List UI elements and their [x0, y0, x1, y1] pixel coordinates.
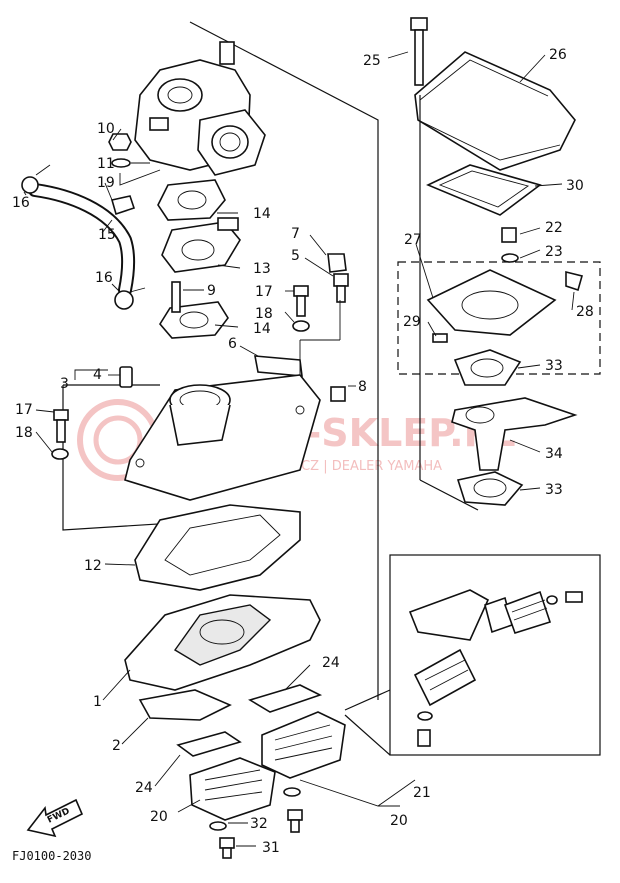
callout-23: 23	[545, 244, 563, 260]
callout-29: 29	[403, 314, 421, 330]
callout-1: 1	[93, 694, 102, 710]
callout-2: 2	[112, 738, 121, 754]
intake-adapter	[124, 374, 321, 501]
callout-20-left: 20	[150, 809, 168, 825]
reed-valve-body	[124, 594, 321, 691]
fwd-arrow: FWD	[26, 798, 84, 838]
callout-19: 19	[97, 175, 115, 191]
screw-29	[432, 333, 448, 343]
gasket-33-lower	[456, 471, 524, 506]
callout-33-upper: 33	[545, 358, 563, 374]
plug-8	[330, 386, 346, 402]
collar-4	[119, 366, 133, 388]
stud	[171, 281, 181, 313]
cap-22	[501, 227, 517, 243]
fuel-hose	[28, 183, 135, 297]
callout-4: 4	[93, 367, 102, 383]
callout-6: 6	[228, 336, 237, 352]
bolt-31-right	[287, 809, 303, 833]
bolt-25	[410, 17, 428, 86]
carb-gasket-upper	[157, 179, 226, 221]
fitting-28	[565, 270, 583, 292]
silencer-filter-30	[426, 164, 542, 216]
clamp-19	[110, 195, 136, 216]
callout-15: 15	[98, 227, 116, 243]
callout-34: 34	[545, 446, 563, 462]
fitting-5	[333, 273, 349, 303]
reed-valve-detail-box	[344, 554, 601, 756]
callout-24-left: 24	[135, 780, 153, 796]
gasket-33-upper	[453, 349, 522, 386]
callout-31: 31	[262, 840, 280, 856]
callout-12: 12	[84, 558, 102, 574]
bolt-17-left	[53, 409, 69, 443]
callout-18-right: 18	[255, 306, 273, 322]
washer-32-right	[283, 787, 301, 797]
washer-11	[111, 158, 131, 168]
hose-clip-lower	[114, 287, 146, 310]
reed-valve-assembly-right	[261, 711, 346, 779]
callout-14-lower: 14	[253, 321, 271, 337]
link-6	[254, 355, 303, 377]
callout-17-right: 17	[255, 284, 273, 300]
callout-8: 8	[358, 379, 367, 395]
cap-7	[327, 253, 347, 273]
callout-9: 9	[207, 283, 216, 299]
diagram-code: FJ0100-2030	[12, 849, 91, 863]
hose-clip-upper	[21, 164, 51, 194]
callout-10: 10	[97, 121, 115, 137]
carb-gasket-lower	[159, 301, 229, 339]
reed-valve-assembly-left	[189, 757, 276, 821]
callout-30: 30	[566, 178, 584, 194]
callout-33-lower: 33	[545, 482, 563, 498]
callout-17-left: 17	[15, 402, 33, 418]
callout-24-right: 24	[322, 655, 340, 671]
washer-18-left	[51, 448, 69, 460]
callout-22: 22	[545, 220, 563, 236]
callout-13: 13	[253, 261, 271, 277]
callout-27: 27	[404, 232, 422, 248]
callout-18-left: 18	[15, 425, 33, 441]
callout-5: 5	[291, 248, 300, 264]
callout-3: 3	[60, 376, 69, 392]
callout-11: 11	[97, 156, 115, 172]
bolt-31-left	[219, 837, 235, 859]
bolt-17-right	[293, 285, 309, 317]
washer-32-left	[209, 821, 227, 831]
carb-mount-plate	[161, 217, 241, 273]
silencer-base-27	[397, 261, 601, 375]
callout-16-lower: 16	[95, 270, 113, 286]
leader-lines	[23, 51, 575, 847]
manifold-gasket	[134, 504, 301, 591]
callout-16-upper: 16	[12, 195, 30, 211]
callout-7: 7	[291, 226, 300, 242]
callout-20-right: 20	[390, 813, 408, 829]
washer-23	[501, 253, 519, 263]
intake-silencer-cover	[414, 51, 576, 171]
reed-gasket-2	[138, 689, 232, 721]
callout-26: 26	[549, 47, 567, 63]
callout-labels: 10 11 19 16 15 16 14 13 14 9 7 5 17 18 6…	[12, 47, 594, 856]
washer-18-right	[292, 320, 310, 332]
callout-32: 32	[250, 816, 268, 832]
reed-gasket-24-right	[248, 684, 323, 713]
carburetor	[134, 41, 266, 176]
bracket-34	[451, 397, 578, 471]
callout-21: 21	[413, 785, 431, 801]
reed-gasket-24-left	[176, 731, 242, 757]
callout-14-upper: 14	[253, 206, 271, 222]
callout-25: 25	[363, 53, 381, 69]
callout-28: 28	[576, 304, 594, 320]
